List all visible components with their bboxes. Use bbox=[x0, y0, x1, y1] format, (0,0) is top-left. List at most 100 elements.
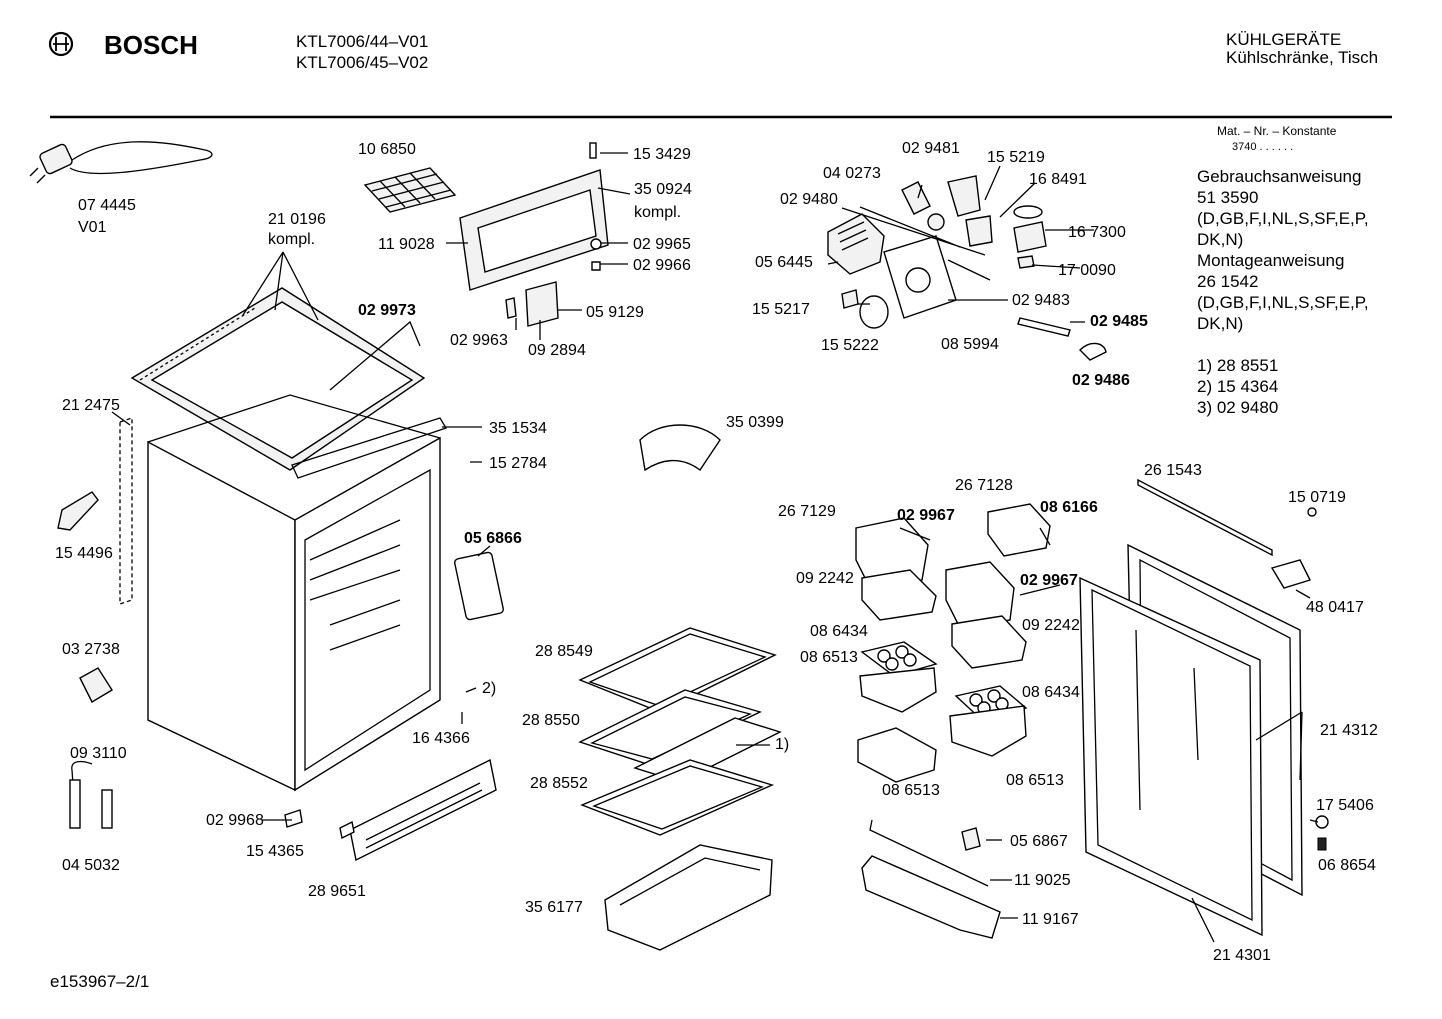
ice-tray-drawing bbox=[363, 167, 457, 213]
refrigerator-cabinet-drawing bbox=[119, 287, 504, 792]
part-label: 03 2738 bbox=[62, 641, 120, 658]
part-label: 15 5222 bbox=[821, 337, 879, 354]
part-label: 08 6513 bbox=[800, 649, 858, 666]
power-cord-drawing bbox=[29, 141, 213, 184]
part-label: 05 6867 bbox=[1010, 833, 1068, 850]
part-label: 05 6445 bbox=[755, 254, 813, 271]
part-label: 11 9025 bbox=[1014, 872, 1071, 889]
part-label: 28 9651 bbox=[308, 883, 366, 900]
part-label: 02 9481 bbox=[902, 140, 960, 157]
part-label: 04 0273 bbox=[823, 165, 881, 182]
part-label: 02 9480 bbox=[780, 191, 838, 208]
part-label: 28 8550 bbox=[522, 712, 580, 729]
bosch-armature-icon bbox=[48, 31, 74, 57]
note-line: 3) 02 9480 bbox=[1197, 398, 1278, 417]
part-label: 21 4312 bbox=[1320, 722, 1378, 739]
glass-shelves-drawing bbox=[578, 627, 782, 951]
drawing-id: e153967–2/1 bbox=[50, 972, 149, 991]
part-label: 02 9486 bbox=[1072, 372, 1130, 389]
category-line-1: KÜHLGERÄTE bbox=[1226, 30, 1341, 49]
part-label: 1) bbox=[775, 736, 789, 753]
part-label: 26 1543 bbox=[1144, 462, 1202, 479]
model-line-2: KTL7006/45–V02 bbox=[296, 53, 428, 72]
part-label: 09 2242 bbox=[1022, 617, 1080, 634]
door-bins-drawing bbox=[855, 503, 1051, 939]
part-label: 28 8552 bbox=[530, 775, 588, 792]
part-label: 11 9028 bbox=[378, 236, 435, 253]
part-label: 06 8654 bbox=[1318, 857, 1376, 874]
part-label: 02 9483 bbox=[1012, 292, 1070, 309]
part-label: 04 5032 bbox=[62, 857, 120, 874]
part-label: 10 6850 bbox=[358, 141, 416, 158]
part-label: 16 7300 bbox=[1068, 224, 1126, 241]
model-line-1: KTL7006/44–V01 bbox=[296, 32, 428, 51]
part-label: 05 6866 bbox=[464, 530, 522, 547]
part-label: 35 6177 bbox=[525, 899, 583, 916]
part-label: 02 9966 bbox=[633, 257, 691, 274]
part-label: 26 7128 bbox=[955, 477, 1013, 494]
part-label: 28 8549 bbox=[535, 643, 593, 660]
part-label: 15 2784 bbox=[489, 455, 547, 472]
part-labels: 07 4445 V01 10 6850 21 0196 kompl. 15 34… bbox=[55, 140, 1378, 964]
note-line: 1) 28 8551 bbox=[1197, 356, 1278, 375]
part-label: 15 0719 bbox=[1288, 489, 1346, 506]
part-label: 21 2475 bbox=[62, 397, 120, 414]
freezer-door-drawing bbox=[459, 142, 609, 327]
part-label: 48 0417 bbox=[1306, 599, 1364, 616]
manual-line: DK,N) bbox=[1197, 230, 1243, 249]
part-label: 02 9963 bbox=[450, 332, 508, 349]
manual-line: 26 1542 bbox=[1197, 272, 1258, 291]
part-label: 16 8491 bbox=[1029, 171, 1087, 188]
note-line: 2) 15 4364 bbox=[1197, 377, 1278, 396]
part-label: 2) bbox=[482, 680, 496, 697]
part-label: 16 4366 bbox=[412, 730, 470, 747]
part-label: 02 9967 bbox=[1020, 572, 1078, 589]
part-label: 35 0399 bbox=[726, 414, 784, 431]
manual-line: Gebrauchsanweisung bbox=[1197, 167, 1361, 186]
part-label: 21 0196 bbox=[268, 211, 326, 228]
part-label: 09 2894 bbox=[528, 342, 586, 359]
part-label: 15 4365 bbox=[246, 843, 304, 860]
part-label: 07 4445 bbox=[78, 197, 136, 214]
part-label: 08 5994 bbox=[941, 336, 999, 353]
part-label: kompl. bbox=[634, 204, 681, 221]
bosch-logo: BOSCH bbox=[48, 30, 198, 60]
part-label: 11 9167 bbox=[1022, 911, 1079, 928]
part-label: 05 9129 bbox=[586, 304, 644, 321]
part-label: 35 0924 bbox=[634, 181, 692, 198]
category-line-2: Kühlschränke, Tisch bbox=[1226, 48, 1378, 67]
part-label: 21 4301 bbox=[1213, 947, 1271, 964]
part-label: 09 3110 bbox=[70, 745, 127, 762]
part-label: 17 0090 bbox=[1058, 262, 1116, 279]
small-parts-left-drawing bbox=[57, 424, 721, 862]
constant-label: Mat. – Nr. – Konstante bbox=[1217, 124, 1337, 138]
part-label: 08 6166 bbox=[1040, 499, 1098, 516]
part-label: 17 5406 bbox=[1316, 797, 1374, 814]
part-label: 15 4496 bbox=[55, 545, 113, 562]
manual-line: Montageanweisung bbox=[1197, 251, 1344, 270]
manual-line: DK,N) bbox=[1197, 314, 1243, 333]
part-label: 15 3429 bbox=[633, 146, 691, 163]
part-label: 02 9968 bbox=[206, 812, 264, 829]
part-label: 35 1534 bbox=[489, 420, 547, 437]
part-label: 26 7129 bbox=[778, 503, 836, 520]
part-label: 02 9485 bbox=[1090, 313, 1148, 330]
part-label: 09 2242 bbox=[796, 570, 854, 587]
part-label: 15 5217 bbox=[752, 301, 810, 318]
part-label: 02 9967 bbox=[897, 507, 955, 524]
part-label: 08 6513 bbox=[1006, 772, 1064, 789]
brand-name: BOSCH bbox=[104, 30, 198, 60]
manual-line: (D,GB,F,I,NL,S,SF,E,P, bbox=[1197, 209, 1369, 228]
part-label: 15 5219 bbox=[987, 149, 1045, 166]
part-label: 08 6434 bbox=[810, 623, 868, 640]
light-thermostat-drawing bbox=[827, 175, 1107, 361]
constant-value: 3740 . . . . . . bbox=[1232, 141, 1293, 153]
part-label: 08 6434 bbox=[1022, 684, 1080, 701]
manual-line: (D,GB,F,I,NL,S,SF,E,P, bbox=[1197, 293, 1369, 312]
part-label: 02 9965 bbox=[633, 236, 691, 253]
part-label: kompl. bbox=[268, 231, 315, 248]
manual-line: 51 3590 bbox=[1197, 188, 1258, 207]
part-label: V01 bbox=[78, 219, 107, 236]
refrigerator-door-drawing bbox=[1079, 478, 1329, 937]
